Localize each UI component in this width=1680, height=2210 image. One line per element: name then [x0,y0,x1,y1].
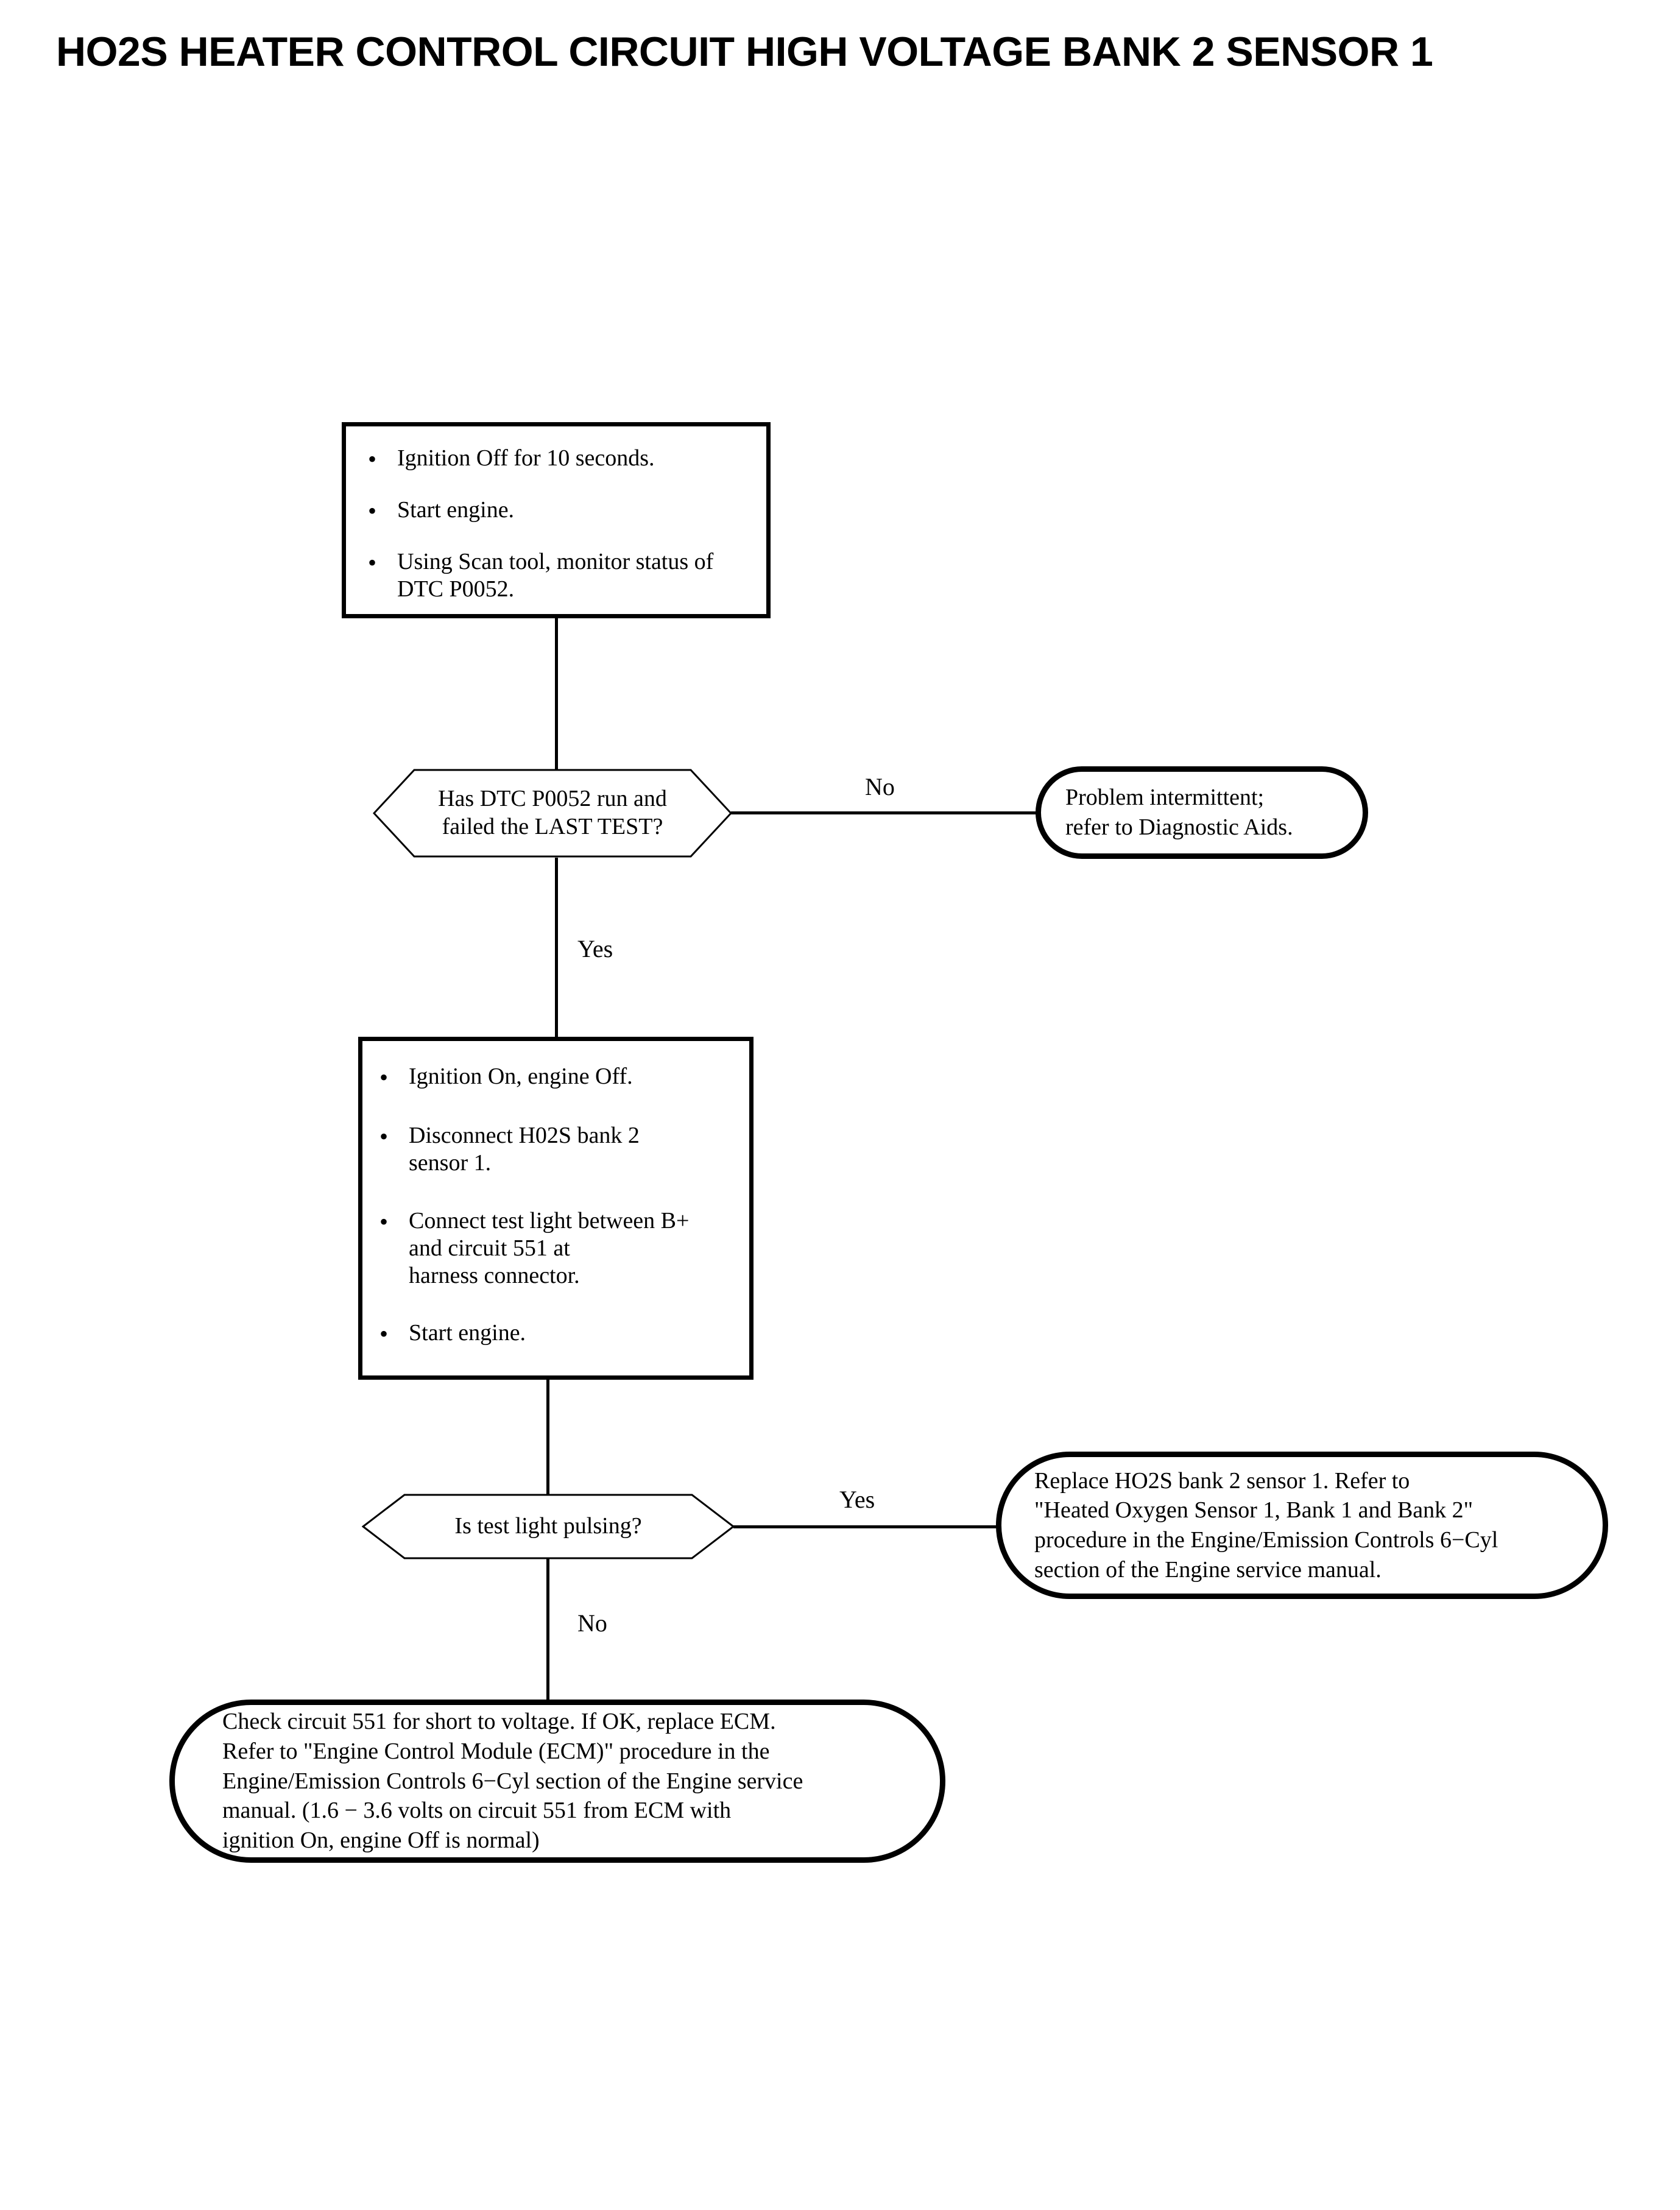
bullet-icon: • [379,1123,389,1151]
list-item-text: Start engine. [397,497,515,523]
process-box-step1: • Ignition Off for 10 seconds. • Start e… [342,422,771,618]
list-item: • Ignition On, engine Off. [379,1063,738,1092]
list-item: • Start engine. [379,1319,738,1348]
terminal-problem-intermittent: Problem intermittent; refer to Diagnosti… [1036,766,1368,859]
bullet-icon: • [379,1320,389,1348]
connector-step2-to-decision2 [546,1380,549,1495]
connector-decision1-no [731,811,1039,814]
step2-bullet-list: • Ignition On, engine Off. • Disconnect … [362,1041,749,1375]
bullet-icon: • [368,445,377,473]
edge-label-no-2: No [577,1609,607,1637]
list-item-text: Disconnect H02S bank 2 sensor 1. [409,1123,640,1176]
list-item-text: Using Scan tool, monitor status of DTC P… [397,549,714,602]
bullet-icon: • [368,497,377,525]
hexagon-shape [362,1494,735,1559]
edge-label-yes-1: Yes [577,935,613,962]
decision1-label: Has DTC P0052 run and failed the LAST TE… [438,786,667,839]
terminal-check-text: Check circuit 551 for short to voltage. … [222,1709,803,1853]
hexagon-shape [373,769,732,858]
terminal-intermittent-text: Problem intermittent; refer to Diagnosti… [1065,785,1293,840]
connector-decision1-yes [555,858,558,1038]
list-item-text: Start engine. [409,1320,526,1346]
list-item: • Connect test light between B+ and circ… [379,1207,738,1289]
list-item: • Disconnect H02S bank 2 sensor 1. [379,1122,738,1177]
edge-label-no-1: No [865,773,895,800]
connector-step1-to-decision1 [555,618,558,771]
terminal-replace-text: Replace HO2S bank 2 sensor 1. Refer to "… [1034,1467,1498,1583]
edge-label-yes-2: Yes [839,1486,875,1513]
list-item-text: Ignition Off for 10 seconds. [397,445,655,471]
page-title: HO2S HEATER CONTROL CIRCUIT HIGH VOLTAGE… [56,29,1433,75]
step1-bullet-list: • Ignition Off for 10 seconds. • Start e… [346,426,766,614]
decision-hexagon-dtc-ran: Has DTC P0052 run and failed the LAST TE… [373,769,732,858]
list-item: • Using Scan tool, monitor status of DTC… [368,548,752,603]
bullet-icon: • [368,549,377,577]
decision2-label: Is test light pulsing? [454,1513,642,1539]
connector-decision2-no [546,1558,549,1704]
terminal-check-circuit: Check circuit 551 for short to voltage. … [169,1700,945,1863]
list-item-text: Connect test light between B+ and circui… [409,1207,690,1288]
list-item-text: Ignition On, engine Off. [409,1064,633,1089]
terminal-replace-ho2s: Replace HO2S bank 2 sensor 1. Refer to "… [996,1452,1608,1599]
list-item: • Start engine. [368,496,752,525]
process-box-step2: • Ignition On, engine Off. • Disconnect … [358,1037,754,1380]
decision-hexagon-test-light: Is test light pulsing? [362,1494,735,1559]
bullet-icon: • [379,1064,389,1091]
bullet-icon: • [379,1207,389,1235]
list-item: • Ignition Off for 10 seconds. [368,445,752,473]
connector-decision2-yes [733,1525,999,1528]
